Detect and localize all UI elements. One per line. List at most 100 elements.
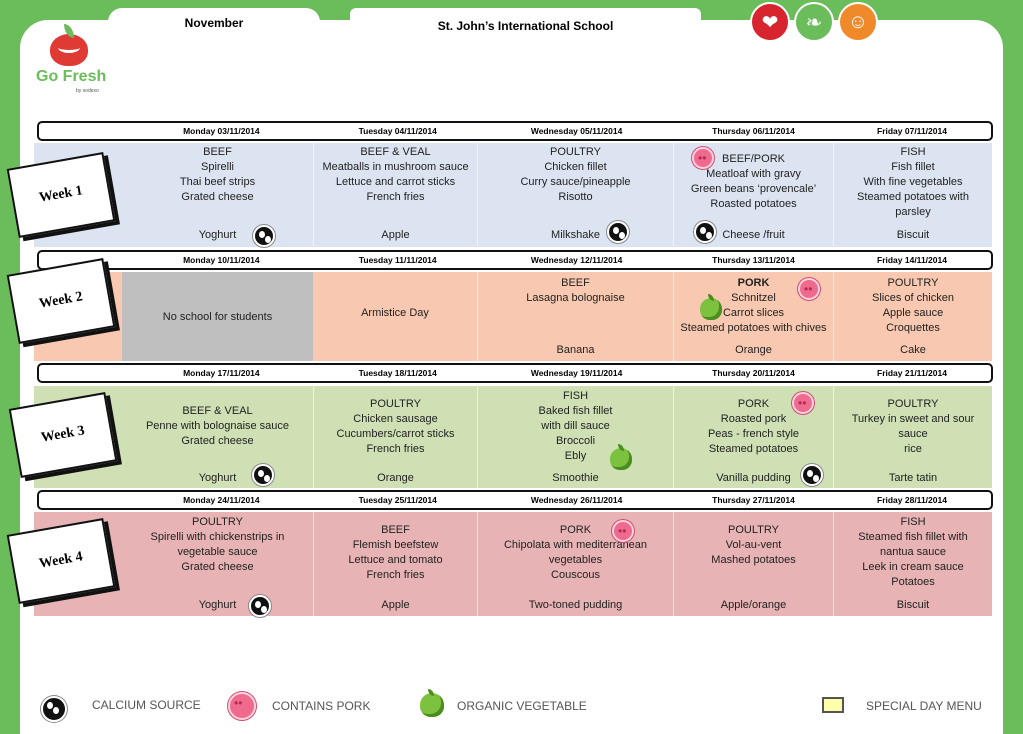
menu-line: Spirelli (200, 161, 234, 173)
day-header: Monday 17/11/2014 (183, 368, 260, 378)
menu-line: Lettuce and tomato (348, 554, 443, 566)
menu-line: FISH (900, 516, 926, 528)
day-cell: FISH Baked fish fillet with dill sauce B… (477, 386, 673, 488)
calcium-icon (252, 464, 274, 486)
menu-line: BEEF (381, 524, 410, 536)
leaf-icon (64, 24, 74, 38)
menu-line: Broccoli (555, 435, 596, 447)
menu-line: PORK (737, 398, 770, 410)
day-cell: POULTRY Slices of chicken Apple sauce Cr… (833, 272, 992, 361)
menu-line: Fish fillet (891, 161, 935, 173)
menu-line: Chicken sausage (353, 413, 438, 425)
menu-line: Turkey in sweet and sour (851, 413, 975, 425)
legend-calcium: CALCIUM SOURCE (92, 698, 201, 712)
dessert: Cheese /fruit (722, 229, 785, 241)
logo-subtext: by sodexo (76, 88, 99, 94)
week1-menu: BEEF Spirelli Thai beef strips Grated ch… (34, 143, 992, 247)
menu-line: BEEF & VEAL (360, 146, 431, 158)
smile-icon: ☺ (838, 2, 878, 42)
menu-line: Couscous (551, 569, 600, 581)
menu-line: French fries (366, 191, 425, 203)
dessert: Apple (381, 229, 410, 241)
menu-line: Roasted potatoes (710, 198, 797, 210)
day-header: Monday 03/11/2014 (183, 126, 260, 136)
organic-icon (420, 689, 444, 717)
menu-line: Vol-au-vent (725, 539, 782, 551)
calcium-icon (801, 464, 823, 486)
menu-line: Flemish beefstew (352, 539, 439, 551)
day-header: Thursday 20/11/2014 (712, 368, 795, 378)
week2-menu: No school for students Armistice Day BEE… (34, 272, 992, 361)
day-cell: PORK Roasted pork Peas - french style St… (673, 386, 833, 488)
menu-line: Curry sauce/pineapple (520, 176, 631, 188)
day-cell: BEEF & VEAL Meatballs in mushroom sauce … (313, 143, 477, 247)
pork-icon (792, 392, 814, 414)
day-header: Tuesday 18/11/2014 (358, 368, 437, 378)
menu-line: Cucumbers/carrot sticks (336, 428, 455, 440)
menu-line: Penne with bolognaise sauce (145, 420, 290, 432)
dessert: Orange (735, 344, 772, 356)
day-header: Tuesday 04/11/2014 (358, 126, 437, 136)
menu-line: BEEF (561, 277, 590, 289)
day-header: Wednesday 05/11/2014 (530, 126, 623, 136)
day-cell: FISH Steamed fish fillet with nantua sau… (833, 512, 992, 616)
day-cell: BEEF Flemish beefstew Lettuce and tomato… (313, 512, 477, 616)
menu-line: vegetable sauce (177, 546, 258, 558)
menu-line: with dill sauce (541, 420, 610, 432)
menu-line: Steamed potatoes with (857, 191, 969, 203)
menu-line: Meatloaf with gravy (706, 168, 801, 180)
day-cell: BEEF Lasagna bolognaise Banana (477, 272, 673, 361)
dessert: Banana (556, 344, 595, 356)
day-header: Wednesday 19/11/2014 (530, 368, 623, 378)
school-tab: St. John’s International School (350, 8, 701, 44)
day-header: Friday 21/11/2014 (877, 368, 947, 378)
pork-icon (228, 692, 256, 720)
dessert: Apple/orange (720, 599, 787, 611)
menu-line: Grated cheese (181, 435, 254, 447)
organic-icon (700, 294, 722, 320)
day-cell: BEEF Spirelli Thai beef strips Grated ch… (122, 143, 313, 247)
day-header: Tuesday 11/11/2014 (358, 255, 437, 265)
menu-line: Spirelli with chickenstrips in (150, 531, 285, 543)
week3-days-header: Monday 17/11/2014 Tuesday 18/11/2014 Wed… (37, 363, 993, 383)
heart-icon: ❤ (750, 2, 790, 42)
week1-days-header: Monday 03/11/2014 Tuesday 04/11/2014 Wed… (37, 121, 993, 141)
day-cell: POULTRY Chicken fillet Curry sauce/pinea… (477, 143, 673, 247)
go-fresh-logo: Go Fresh by sodexo (36, 24, 106, 96)
day-header: Thursday 27/11/2014 (712, 495, 795, 505)
day-cell: BEEF & VEAL Penne with bolognaise sauce … (122, 386, 313, 488)
menu-line: PORK (559, 524, 592, 536)
menu-line: Ebly (564, 450, 587, 462)
menu-line: Carrot slices (722, 307, 785, 319)
menu-line: French fries (366, 443, 425, 455)
menu-line: Apple sauce (882, 307, 944, 319)
day-header: Wednesday 26/11/2014 (530, 495, 623, 505)
special-day-swatch (822, 697, 844, 713)
dessert: Smoothie (552, 472, 599, 484)
day-cell: POULTRY Spirelli with chickenstrips in v… (122, 512, 313, 617)
menu-line: Slices of chicken (872, 292, 954, 304)
calcium-icon (607, 221, 629, 243)
day-cell: BEEF/PORK Meatloaf with gravy Green bean… (673, 143, 833, 247)
menu-line: POULTRY (550, 146, 601, 158)
menu-line: Schnitzel (731, 292, 776, 304)
menu-line: POULTRY (887, 277, 939, 289)
day-cell: FISH Fish fillet With fine vegetables St… (833, 143, 992, 247)
menu-line: Roasted pork (720, 413, 787, 425)
week4-days-header: Monday 24/11/2014 Tuesday 25/11/2014 Wed… (37, 490, 993, 510)
day-header: Friday 14/11/2014 (877, 255, 947, 265)
special-day-text: No school for students (162, 311, 273, 323)
day-header: Friday 28/11/2014 (877, 495, 947, 505)
day-header: Wednesday 12/11/2014 (530, 255, 623, 265)
legend-pork: CONTAINS PORK (272, 699, 371, 713)
calcium-icon (41, 696, 67, 722)
menu-line: Steamed fish fillet with (858, 531, 968, 543)
dessert: Two-toned pudding (528, 599, 623, 611)
pork-icon (612, 520, 634, 542)
menu-line: Lasagna bolognaise (526, 292, 625, 304)
menu-line: Croquettes (886, 322, 940, 334)
calcium-icon (249, 595, 271, 617)
menu-line: Grated cheese (181, 191, 254, 203)
apple-icon (50, 34, 88, 66)
dessert: Yoghurt (198, 472, 237, 484)
